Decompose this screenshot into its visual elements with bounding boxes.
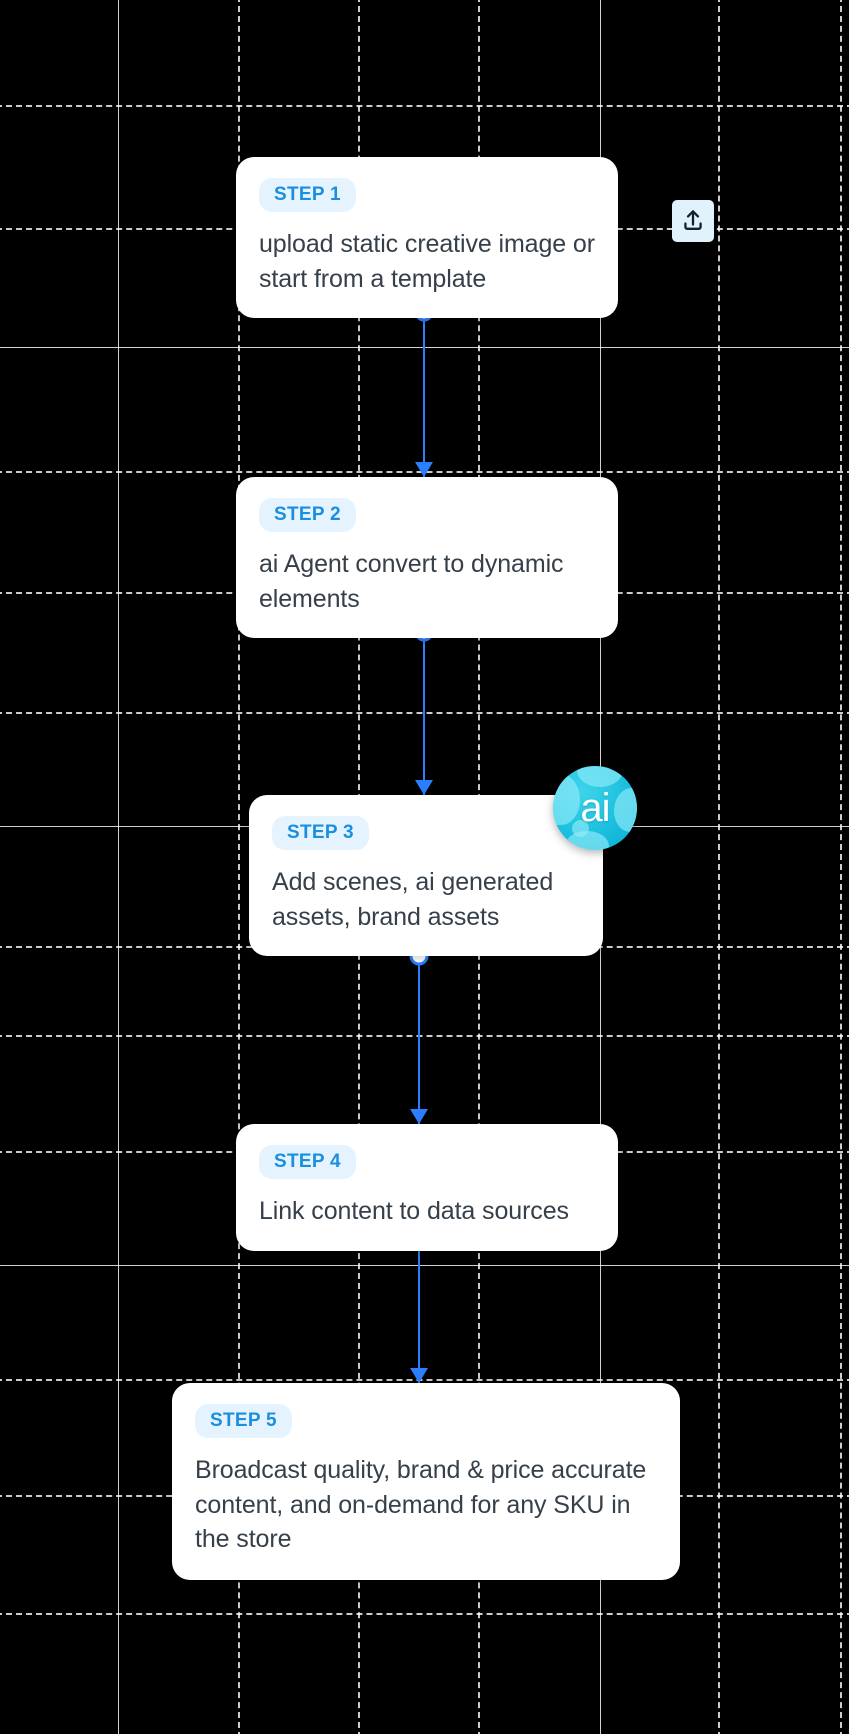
connector-arrowhead bbox=[415, 462, 433, 477]
grid-line-horizontal bbox=[0, 1265, 849, 1266]
ai-globe-badge[interactable]: ai bbox=[553, 766, 637, 850]
globe-blob bbox=[572, 820, 589, 837]
step-description: Add scenes, ai generated assets, brand a… bbox=[272, 868, 554, 931]
upload-icon[interactable] bbox=[672, 200, 714, 242]
grid-line-vertical bbox=[840, 0, 842, 1734]
step-description: Link content to data sources bbox=[259, 1197, 569, 1225]
grid-line-vertical bbox=[118, 0, 119, 1734]
step-badge: STEP 4 bbox=[259, 1145, 356, 1179]
grid-line-horizontal bbox=[0, 471, 849, 473]
step-card[interactable]: STEP 3 Add scenes, ai generated assets, b… bbox=[249, 795, 603, 956]
step-card[interactable]: STEP 4 Link content to data sources bbox=[236, 1124, 618, 1251]
step-badge: STEP 3 bbox=[272, 816, 369, 850]
connector-line bbox=[423, 312, 425, 477]
step-card[interactable]: STEP 2 ai Agent convert to dynamic elemen… bbox=[236, 477, 618, 638]
ai-badge-label: ai bbox=[580, 786, 610, 830]
connector-arrowhead bbox=[410, 1109, 428, 1124]
grid-line-vertical bbox=[718, 0, 720, 1734]
step-badge: STEP 2 bbox=[259, 498, 356, 532]
connector-line bbox=[423, 632, 425, 795]
connector-line bbox=[418, 1232, 420, 1383]
step-description: upload static creative image or start fr… bbox=[259, 230, 595, 293]
step-card[interactable]: STEP 1 upload static creative image or st… bbox=[236, 157, 618, 318]
step-badge: STEP 1 bbox=[259, 178, 356, 212]
step-badge: STEP 5 bbox=[195, 1404, 292, 1438]
step-description: Broadcast quality, brand & price accurat… bbox=[195, 1456, 647, 1553]
grid-line-horizontal bbox=[0, 712, 849, 714]
grid-line-horizontal bbox=[0, 1379, 849, 1381]
connector-line bbox=[418, 956, 420, 1124]
globe-blob bbox=[553, 773, 580, 825]
grid-line-horizontal bbox=[0, 347, 849, 348]
globe-blob bbox=[577, 766, 623, 787]
grid-line-horizontal bbox=[0, 1035, 849, 1037]
step-card[interactable]: STEP 5 Broadcast quality, brand & price a… bbox=[172, 1383, 680, 1580]
grid-line-horizontal bbox=[0, 105, 849, 107]
grid-line-horizontal bbox=[0, 1613, 849, 1615]
globe-blob bbox=[614, 788, 637, 832]
connector-arrowhead bbox=[410, 1368, 428, 1383]
step-description: ai Agent convert to dynamic elements bbox=[259, 550, 564, 613]
connector-arrowhead bbox=[415, 780, 433, 795]
